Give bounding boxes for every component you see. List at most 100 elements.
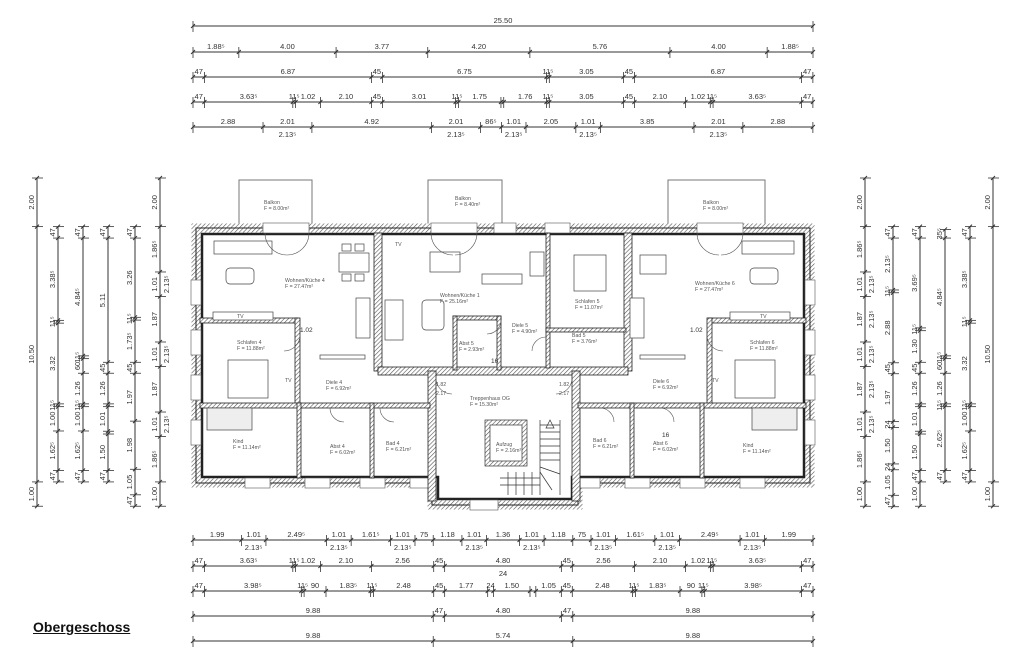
dimension-tick bbox=[157, 224, 163, 229]
room-treppenhaus: Treppenhaus OGF = 15.30m² bbox=[470, 396, 510, 408]
room-area: F = 11.88m² bbox=[750, 346, 778, 352]
dimension-tick bbox=[862, 269, 868, 275]
dimension-tick bbox=[132, 492, 138, 498]
dimension-label: 1.01 bbox=[745, 530, 760, 539]
dimension-tick bbox=[323, 588, 329, 594]
dimension-label: 1.05 bbox=[541, 581, 556, 590]
dimension-tick bbox=[990, 503, 996, 509]
dimension-label: 1.62⁵ bbox=[960, 442, 969, 460]
dimension-label: 1.05 bbox=[883, 475, 892, 490]
dimension-tick bbox=[501, 99, 507, 105]
dimension-tick bbox=[55, 401, 61, 407]
dimension-label: 1.99 bbox=[782, 530, 797, 539]
dimension-label: 1.83⁵ bbox=[339, 581, 357, 590]
room-name: Balkon bbox=[264, 200, 280, 206]
dimension-label: 47 bbox=[910, 472, 919, 480]
dimension-sublabel: 2.13⁵ bbox=[867, 275, 876, 293]
room-name: Bad 6 bbox=[593, 438, 607, 444]
dimension-label: 1.18 bbox=[551, 530, 566, 539]
step-count-label: 16 bbox=[491, 358, 499, 365]
dimension-sublabel: 2.13⁵ bbox=[447, 130, 465, 139]
dimension-sublabel: 2.13⁵ bbox=[594, 543, 612, 552]
dimension-label: 1.02 bbox=[691, 556, 706, 565]
room-name: Diele 6 bbox=[653, 379, 669, 385]
dimension-label: 2.88 bbox=[771, 117, 786, 126]
dimension-tick bbox=[544, 74, 549, 80]
dimension-tick bbox=[132, 370, 138, 376]
tv-board-4 bbox=[212, 311, 274, 321]
dimension-label: 45 bbox=[435, 556, 443, 565]
dimension-label: 11⁵ bbox=[289, 556, 300, 565]
dimension-label: 2.00 bbox=[855, 195, 864, 210]
dimension-label: 47 bbox=[48, 472, 57, 480]
dimension-label: 3.01 bbox=[412, 92, 427, 101]
dimension-tick bbox=[190, 99, 196, 105]
dimension-label: 45 bbox=[98, 364, 107, 372]
dimension-tick bbox=[942, 468, 948, 473]
dimension-tick bbox=[157, 479, 163, 485]
dimension-label: 1.36 bbox=[496, 530, 511, 539]
dimension-tick bbox=[699, 588, 705, 594]
dimension-label: 1.01 bbox=[98, 412, 107, 427]
dimension-tick bbox=[55, 318, 61, 323]
dimension-sublabel: 2.13⁵ bbox=[330, 543, 348, 552]
dimension-label: 9.88 bbox=[686, 631, 701, 640]
dimension-tick bbox=[369, 74, 374, 80]
dimension-tick bbox=[157, 269, 163, 275]
dimension-tick bbox=[737, 537, 743, 543]
dimension-label: 1.87 bbox=[150, 382, 159, 397]
dimension-tick bbox=[862, 339, 868, 345]
dimension-label: 45 bbox=[373, 92, 381, 101]
door-width-label: 1.82 bbox=[559, 382, 569, 388]
dimension-tick bbox=[967, 320, 973, 326]
dimension-label: 47 bbox=[883, 497, 892, 505]
room-name: Bad 4 bbox=[386, 441, 400, 447]
furniture bbox=[206, 240, 798, 431]
dimension-tick bbox=[55, 468, 61, 473]
dimension-tick bbox=[890, 492, 896, 498]
dimension-label: 1.87 bbox=[855, 312, 864, 327]
dimension-tick bbox=[371, 588, 376, 594]
dimension-label: 11⁵ bbox=[706, 556, 717, 565]
dimension-label: 1.97 bbox=[125, 390, 134, 405]
room-bad-6: Bad 6F = 6.21m² bbox=[593, 438, 618, 450]
dimension-tick bbox=[810, 99, 816, 105]
dimension-tick bbox=[810, 23, 816, 29]
dimension-tick bbox=[942, 353, 948, 359]
dimension-label: 1.00 bbox=[48, 412, 57, 427]
room-name: Abst 6 bbox=[653, 441, 668, 447]
dimension-tick bbox=[917, 401, 923, 407]
room-area: F = 8.00m² bbox=[264, 206, 289, 212]
dimension-sublabel: 2.13⁵ bbox=[465, 543, 483, 552]
dimension-sublabel: 2.13⁵ bbox=[162, 415, 171, 433]
dimension-label: 6.87 bbox=[281, 67, 296, 76]
dimension-label: 11⁵ bbox=[706, 92, 717, 101]
dimension-tick bbox=[632, 74, 637, 80]
dimension-tick bbox=[298, 588, 304, 594]
dimension-tick bbox=[132, 235, 138, 241]
dimension-tick bbox=[570, 537, 576, 543]
dimension-tick bbox=[55, 320, 61, 326]
dimension-tick bbox=[917, 404, 923, 410]
dimension-label: 3.38⁵ bbox=[960, 270, 969, 288]
dimension-label: 4.80 bbox=[496, 556, 511, 565]
dimension-label: 11⁵ bbox=[452, 92, 463, 101]
dimension-tick bbox=[740, 124, 746, 130]
floor-title: Obergeschoss bbox=[33, 619, 131, 635]
dimension-label: 3.63⁵ bbox=[240, 92, 258, 101]
dimension-label: 3.05 bbox=[579, 67, 594, 76]
room-area: F = 2.16m² bbox=[496, 448, 521, 454]
dimension-label: 1.83⁵ bbox=[649, 581, 667, 590]
dimension-tick bbox=[430, 638, 436, 644]
tv-label: TV bbox=[237, 314, 244, 320]
dimension-sublabel: 2.13⁵ bbox=[394, 543, 412, 552]
dimension-label: 2.05 bbox=[544, 117, 559, 126]
dimension-tick bbox=[157, 364, 163, 369]
dimension-tick bbox=[632, 563, 637, 569]
room-area: F = 15.30m² bbox=[470, 402, 498, 408]
